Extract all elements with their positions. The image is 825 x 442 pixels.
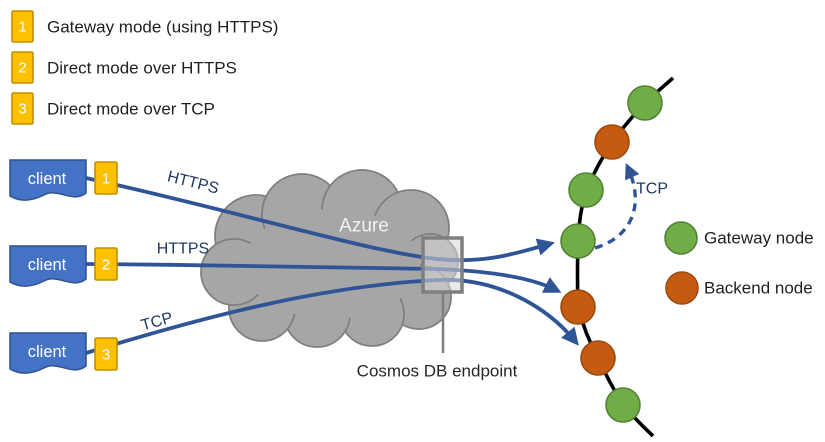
gateway-node-2 bbox=[568, 172, 604, 208]
client-1: client 1 HTTPS bbox=[9, 159, 221, 201]
client-3-badge-number: 3 bbox=[102, 347, 110, 364]
modes-legend-number-3: 3 bbox=[18, 101, 26, 118]
client-1-label: client bbox=[28, 170, 67, 188]
client-1-document-shape bbox=[9, 159, 87, 201]
endpoint-label: Cosmos DB endpoint bbox=[357, 362, 518, 381]
modes-legend-badge-3 bbox=[11, 92, 34, 125]
client-2-badge bbox=[94, 247, 118, 281]
backend-node-3 bbox=[580, 340, 616, 376]
gateway-node-3 bbox=[560, 223, 596, 259]
modes-legend-badge-2 bbox=[11, 51, 34, 84]
client-1-badge-number: 1 bbox=[102, 171, 110, 188]
cloud-body bbox=[244, 209, 420, 319]
modes-legend-label-3: Direct mode over TCP bbox=[47, 100, 215, 119]
client-2-connection-label: HTTPS bbox=[157, 241, 209, 258]
gateway-node-legend-label: Gateway node bbox=[704, 229, 814, 248]
connection-client2-direct-https bbox=[85, 262, 562, 293]
modes-legend-number-2: 2 bbox=[18, 60, 26, 77]
connection-client3-direct-tcp bbox=[85, 277, 579, 355]
modes-legend-label-2: Direct mode over HTTPS bbox=[47, 59, 237, 78]
client-3-badge bbox=[94, 337, 118, 371]
client-1-badge bbox=[94, 161, 118, 195]
tcp-loop-arrow bbox=[594, 163, 640, 250]
modes-legend-badge-1 bbox=[11, 10, 34, 43]
azure-cloud-label: Azure bbox=[339, 216, 389, 237]
backend-node-2 bbox=[560, 289, 596, 325]
gateway-node-4 bbox=[605, 387, 641, 423]
connection-client1-gateway-https bbox=[85, 176, 555, 263]
modes-legend-number-1: 1 bbox=[18, 19, 26, 36]
client-2-document-shape bbox=[9, 245, 87, 287]
client-2: client 2 HTTPS bbox=[9, 241, 209, 287]
client-3-label: client bbox=[28, 343, 67, 361]
client-3-document-shape bbox=[9, 332, 87, 374]
backend-node-legend-label: Backend node bbox=[704, 279, 813, 298]
client-2-badge-number: 2 bbox=[102, 257, 110, 274]
gateway-node-1 bbox=[627, 85, 663, 121]
backend-node-1 bbox=[594, 124, 630, 160]
cosmos-db-endpoint: Cosmos DB endpoint bbox=[357, 236, 518, 381]
node-ring: TCP bbox=[560, 76, 675, 438]
connection-lines bbox=[85, 176, 579, 355]
endpoint-box bbox=[421, 236, 464, 294]
backend-node-legend-icon bbox=[665, 271, 699, 305]
gateway-node-legend-icon bbox=[664, 221, 698, 255]
client-1-connection-label: HTTPS bbox=[165, 168, 220, 197]
modes-legend-label-1: Gateway mode (using HTTPS) bbox=[47, 18, 278, 37]
client-3-connection-label: TCP bbox=[139, 310, 174, 335]
modes-legend: 1 Gateway mode (using HTTPS) 2 Direct mo… bbox=[11, 10, 278, 125]
client-2-label: client bbox=[28, 256, 67, 274]
node-type-legend: Gateway node Backend node bbox=[664, 221, 814, 305]
tcp-loop-label: TCP bbox=[636, 181, 668, 198]
client-3: client 3 TCP bbox=[9, 310, 175, 374]
